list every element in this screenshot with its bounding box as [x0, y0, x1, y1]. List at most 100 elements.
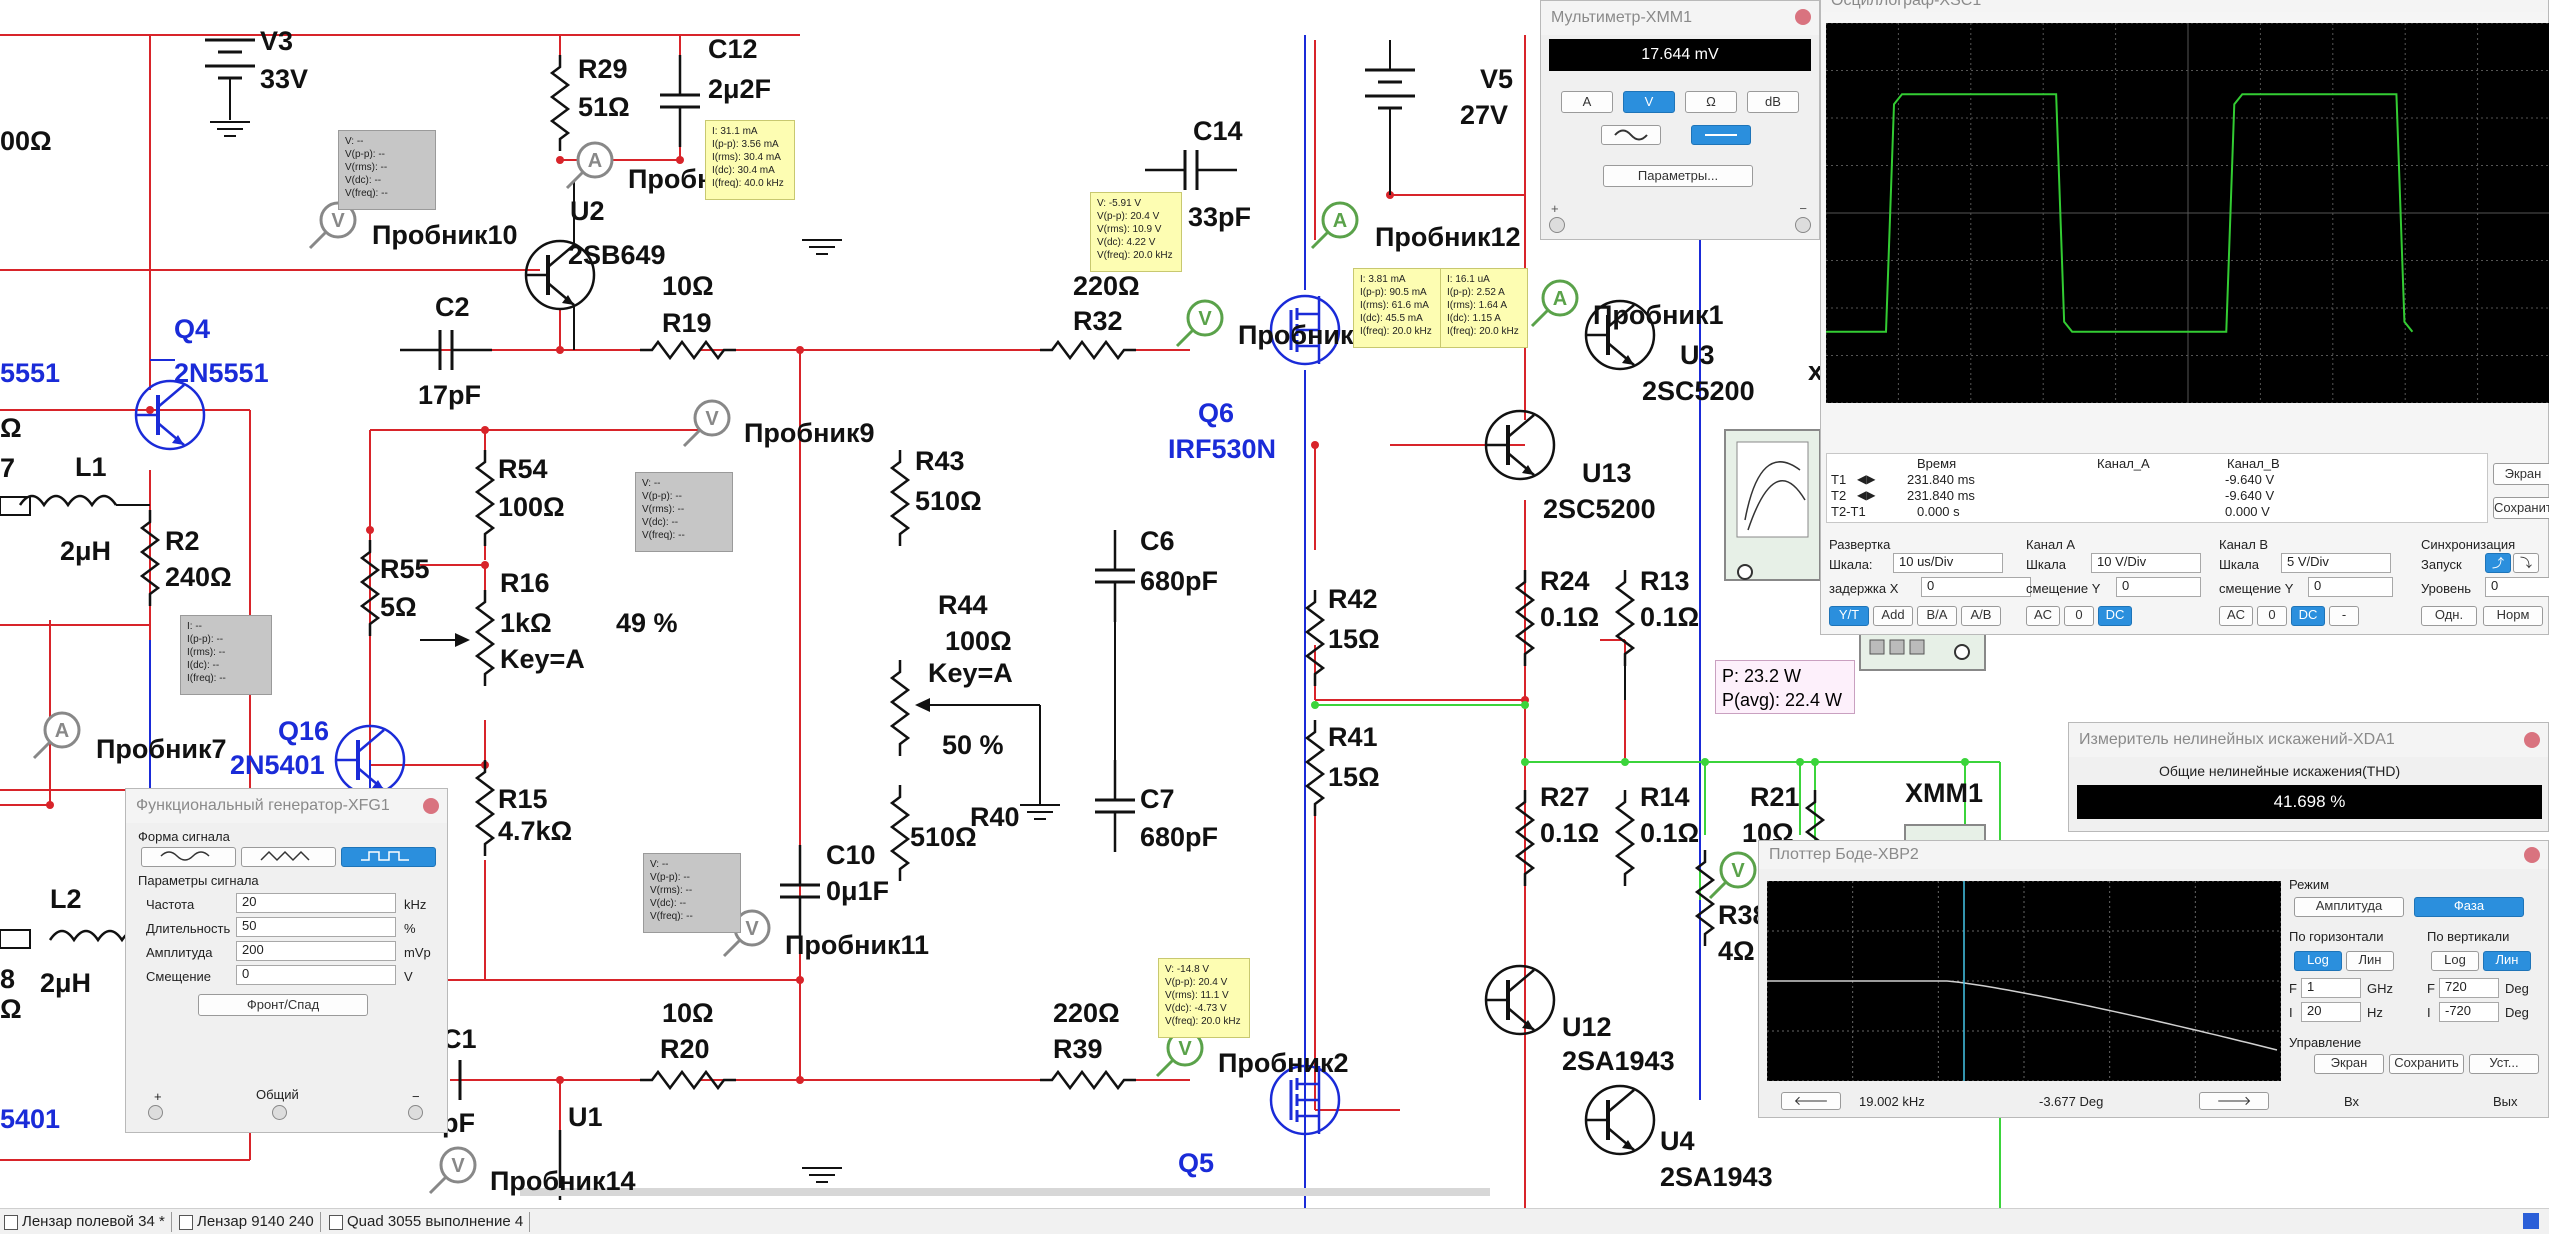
frequency-field[interactable]: 20 — [236, 893, 396, 913]
close-icon[interactable] — [2524, 847, 2540, 863]
horiz-log-button[interactable]: Log — [2294, 951, 2342, 971]
bode-cursor-left-button[interactable]: 🡐 — [1781, 1092, 1841, 1110]
timebase-xpos-field[interactable]: 0 — [1921, 577, 2031, 597]
params-button[interactable]: Параметры... — [1603, 165, 1753, 187]
mode-button-db[interactable]: dB — [1747, 91, 1799, 113]
label-r15: R15 — [498, 784, 548, 814]
channel-b-scale-field[interactable]: 5 V/Div — [2281, 553, 2391, 573]
probe-name-p14: Пробник14 — [490, 1166, 636, 1196]
oscilloscope-window[interactable]: Осциллограф-XSC1 Время Канал_A Канал_B T… — [1820, 0, 2549, 635]
plus-terminal[interactable] — [148, 1105, 163, 1120]
vert-lin-button[interactable]: Лин — [2483, 951, 2531, 971]
channel-a-scale-field[interactable]: 10 V/Div — [2091, 553, 2201, 573]
minus-terminal[interactable] — [408, 1105, 423, 1120]
partial-left-8: 8 — [0, 964, 15, 994]
function-generator-window[interactable]: Функциональный генератор-XFG1 Форма сигн… — [125, 788, 448, 1133]
channel-a-zero-button[interactable]: 0 — [2064, 606, 2094, 626]
vert-log-button[interactable]: Log — [2431, 951, 2479, 971]
label-r43: R43 — [915, 446, 965, 476]
distortion-analyzer-title[interactable]: Измеритель нелинейных искажений-XDA1 — [2069, 723, 2548, 757]
channel-b-ypos-field[interactable]: 0 — [2308, 577, 2393, 597]
partial-left-ohm2: Ω — [0, 413, 22, 443]
trigger-single-button[interactable]: Одн. — [2421, 606, 2477, 626]
trigger-level-field[interactable]: 0 — [2485, 577, 2549, 597]
value-c14: 33pF — [1188, 202, 1251, 232]
label-xmm1: XMM1 — [1905, 778, 1983, 808]
taskbar-item-2[interactable]: Quad 3055 выполнение 4 — [325, 1212, 531, 1232]
plus-terminal[interactable] — [1549, 217, 1565, 233]
multimeter-window[interactable]: Мультиметр-XMM1 17.644 mV A V Ω dB Парам… — [1540, 0, 1820, 240]
amplitude-field[interactable]: 200 — [236, 941, 396, 961]
channel-a-ypos-field[interactable]: 0 — [2116, 577, 2201, 597]
channel-b-dc-button[interactable]: DC — [2291, 606, 2325, 626]
partial-left-5401: 5401 — [0, 1104, 60, 1134]
common-terminal[interactable] — [272, 1105, 287, 1120]
label-q6: Q6 — [1198, 398, 1234, 428]
t1-arrows[interactable]: ◀▶ — [1857, 472, 1876, 486]
vert-initial-field[interactable]: -720 — [2439, 1002, 2499, 1022]
close-icon[interactable] — [423, 798, 439, 814]
value-c7: 680pF — [1140, 822, 1218, 852]
triangle-wave-button[interactable] — [241, 847, 336, 867]
ac-button[interactable] — [1601, 125, 1661, 145]
horiz-lin-button[interactable]: Лин — [2346, 951, 2394, 971]
bode-save-button[interactable]: Сохранить — [2389, 1054, 2464, 1074]
sine-wave-button[interactable] — [141, 847, 236, 867]
close-icon[interactable] — [2524, 732, 2540, 748]
dc-button[interactable] — [1691, 125, 1751, 145]
taskbar-item-1[interactable]: Лензар 9140 240 — [175, 1212, 321, 1232]
bode-settings-button[interactable]: Уст... — [2469, 1054, 2539, 1074]
horiz-initial-field[interactable]: 20 — [2301, 1002, 2361, 1022]
square-wave-button[interactable] — [341, 847, 436, 867]
bode-plot-screen[interactable] — [1767, 881, 2281, 1081]
channel-b-zero-button[interactable]: 0 — [2257, 606, 2287, 626]
value-u4: 2SA1943 — [1660, 1162, 1773, 1192]
yt-button[interactable]: Y/T — [1829, 606, 1869, 626]
multimeter-title[interactable]: Мультиметр-XMM1 — [1541, 1, 1819, 35]
magnitude-button[interactable]: Амплитуда — [2294, 897, 2404, 917]
trigger-normal-button[interactable]: Норм — [2483, 606, 2543, 626]
trigger-rising-edge-button[interactable]: ⤴ — [2485, 553, 2511, 573]
channel-b-ac-button[interactable]: AC — [2219, 606, 2253, 626]
channel-b-invert-button[interactable]: - — [2329, 606, 2359, 626]
ba-button[interactable]: B/A — [1917, 606, 1957, 626]
bode-cursor-right-button[interactable]: 🡒 — [2199, 1092, 2269, 1110]
oscilloscope-title[interactable]: Осциллограф-XSC1 — [1821, 0, 2548, 12]
t2-arrows[interactable]: ◀▶ — [1857, 488, 1876, 502]
rise-fall-button[interactable]: Фронт/Спад — [198, 994, 368, 1016]
offset-field[interactable]: 0 — [236, 965, 396, 985]
channel-a-ac-button[interactable]: AC — [2026, 606, 2060, 626]
add-button[interactable]: Add — [1873, 606, 1913, 626]
horiz-final-field[interactable]: 1 — [2301, 978, 2361, 998]
channel-a-dc-button[interactable]: DC — [2098, 606, 2132, 626]
bode-plotter-window[interactable]: Плоттер Боде-XBP2 🡐 19.002 kHz -3.677 De… — [1758, 840, 2549, 1118]
label-r24: R24 — [1540, 566, 1590, 596]
close-icon[interactable] — [1795, 9, 1811, 25]
trigger-falling-edge-button[interactable]: ⤵ — [2513, 553, 2539, 573]
label-r55: R55 — [380, 554, 430, 584]
value-r13: 0.1Ω — [1640, 602, 1699, 632]
mode-button-a[interactable]: A — [1561, 91, 1613, 113]
notification-icon[interactable] — [2523, 1213, 2539, 1229]
bode-screen-button[interactable]: Экран — [2314, 1054, 2384, 1074]
duty-cycle-field[interactable]: 50 — [236, 917, 396, 937]
minus-terminal[interactable] — [1795, 217, 1811, 233]
taskbar-item-0[interactable]: Лензар полевой 34 * — [0, 1212, 172, 1232]
oscilloscope-screen[interactable] — [1826, 23, 2549, 403]
function-generator-title[interactable]: Функциональный генератор-XFG1 — [126, 789, 447, 823]
bode-input-label: Вх — [2344, 1094, 2360, 1109]
distortion-analyzer-window[interactable]: Измеритель нелинейных искажений-XDA1 Общ… — [2068, 722, 2549, 832]
timebase-scale-field[interactable]: 10 us/Div — [1893, 553, 2003, 573]
label-c14: C14 — [1193, 116, 1243, 146]
mode-button-v[interactable]: V — [1623, 91, 1675, 113]
bode-plotter-title[interactable]: Плоттер Боде-XBP2 — [1759, 841, 2548, 869]
mode-button-ohm[interactable]: Ω — [1685, 91, 1737, 113]
vert-final-field[interactable]: 720 — [2439, 978, 2499, 998]
ab-button[interactable]: A/B — [1961, 606, 2001, 626]
screen-button[interactable]: Экран — [2493, 463, 2549, 485]
phase-button[interactable]: Фаза — [2414, 897, 2524, 917]
label-r29: R29 — [578, 54, 628, 84]
save-button[interactable]: Сохранить — [2493, 497, 2549, 519]
